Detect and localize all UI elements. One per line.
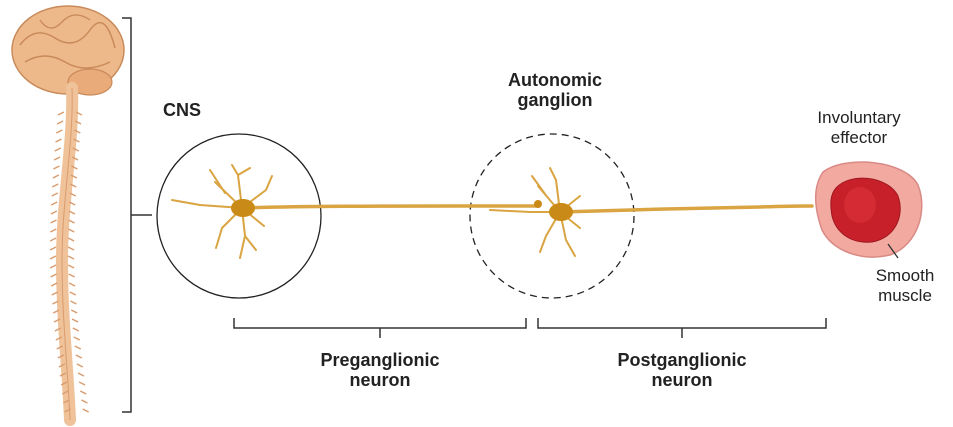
postganglionic-neuron: [490, 168, 812, 256]
smooth-muscle-line1: Smooth: [860, 266, 950, 286]
postganglionic-line1: Postganglionic: [597, 350, 767, 370]
preganglionic-line2: neuron: [300, 370, 460, 390]
smooth-muscle-line2: muscle: [860, 286, 950, 306]
brain-illustration: [12, 6, 124, 95]
preganglionic-neuron-label: Preganglionic neuron: [300, 350, 460, 390]
autonomic-ganglion-line2: ganglion: [500, 90, 610, 110]
cns-bracket: [122, 18, 152, 412]
preganglionic-neuron: [172, 165, 538, 258]
preganglionic-line1: Preganglionic: [300, 350, 460, 370]
involuntary-effector-line2: effector: [804, 128, 914, 148]
involuntary-effector-label: Involuntary effector: [804, 108, 914, 148]
postganglionic-bracket: [538, 318, 826, 338]
spinal-cord-illustration: [50, 88, 89, 420]
preganglionic-bracket: [234, 318, 526, 338]
smooth-muscle-label: Smooth muscle: [860, 266, 950, 306]
postganglionic-line2: neuron: [597, 370, 767, 390]
synapse-terminal: [534, 200, 542, 208]
postganglionic-neuron-label: Postganglionic neuron: [597, 350, 767, 390]
preganglionic-cell-body: [231, 199, 255, 217]
involuntary-effector-line1: Involuntary: [804, 108, 914, 128]
autonomic-ganglion-label: Autonomic ganglion: [500, 70, 610, 110]
postganglionic-cell-body: [549, 203, 573, 221]
autonomic-ganglion-line1: Autonomic: [500, 70, 610, 90]
cns-label: CNS: [163, 100, 201, 120]
smooth-muscle-illustration: [816, 162, 922, 257]
